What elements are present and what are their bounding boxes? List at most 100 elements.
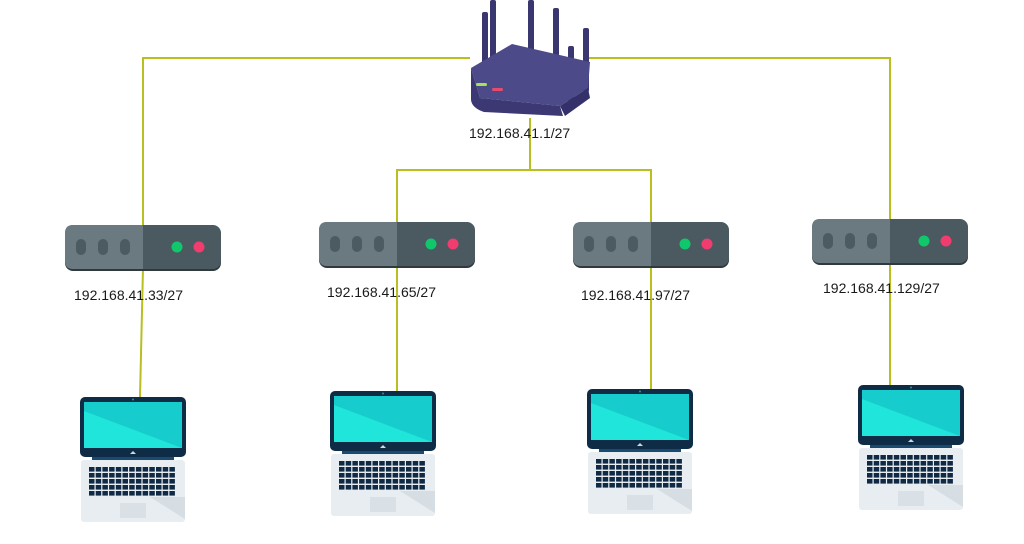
laptop-key — [900, 461, 906, 466]
laptop-key — [663, 465, 669, 470]
laptop-key — [669, 465, 676, 470]
laptop-key — [656, 465, 662, 470]
laptop-key — [419, 473, 425, 478]
router-led-green — [476, 83, 487, 86]
laptop-screen-shade — [84, 402, 182, 448]
laptop-screen-light — [334, 396, 432, 442]
laptop-key — [656, 483, 662, 488]
laptop-key — [616, 483, 622, 488]
laptop-key — [109, 467, 115, 472]
switch-led-green — [679, 238, 691, 250]
laptop-key — [345, 467, 352, 472]
laptop-key — [365, 473, 372, 478]
laptop-icon[interactable] — [587, 389, 693, 514]
laptop-camera — [910, 386, 912, 389]
laptop-screen-light — [84, 402, 182, 448]
switch-led-red — [193, 241, 205, 253]
laptop-key — [379, 461, 385, 466]
switch-icon[interactable] — [65, 225, 221, 271]
laptop-key — [913, 467, 920, 472]
laptop-key — [95, 485, 102, 490]
laptop-key — [345, 461, 352, 466]
laptop-key — [89, 479, 95, 484]
laptop-key — [602, 477, 609, 482]
switch-port — [628, 236, 638, 252]
laptop-base-shade — [928, 485, 963, 507]
laptop-key — [934, 455, 940, 460]
switch-port — [98, 239, 108, 255]
laptop-key — [412, 467, 419, 472]
laptop-key — [352, 461, 358, 466]
laptop-key — [887, 467, 893, 472]
laptop-key — [89, 485, 95, 490]
router-antenna — [490, 0, 496, 70]
laptop-key — [359, 479, 365, 484]
laptop-key — [602, 465, 609, 470]
laptop-key — [385, 479, 392, 484]
router-front — [471, 68, 563, 116]
router-side — [560, 88, 590, 116]
laptop-key — [649, 465, 656, 470]
link-router-switch-1 — [142, 57, 470, 225]
switch-led-green — [918, 235, 930, 247]
laptop-key — [622, 459, 629, 464]
laptop-key — [115, 479, 122, 484]
laptop-trackpad — [627, 495, 653, 510]
laptop-key — [419, 461, 425, 466]
laptop-key — [880, 461, 886, 466]
switch-icon[interactable] — [319, 222, 475, 268]
laptop-key — [406, 461, 412, 466]
laptop-key — [379, 479, 385, 484]
laptop-key — [162, 485, 169, 490]
laptop-key — [149, 491, 155, 496]
laptop-icon[interactable] — [330, 391, 436, 516]
laptop-screen-shade — [591, 394, 689, 440]
laptop-key — [629, 459, 635, 464]
laptop-key — [649, 459, 656, 464]
switch-2-ip-label: 192.168.41.65/27 — [327, 284, 436, 300]
laptop-key — [135, 491, 142, 496]
switch-icon[interactable] — [812, 219, 968, 265]
switch-port — [845, 233, 855, 249]
laptop-key — [622, 465, 629, 470]
laptop-key — [629, 483, 635, 488]
laptop-key — [913, 455, 920, 460]
switch-led-red — [701, 238, 713, 250]
laptop-key — [947, 473, 953, 478]
laptop-key — [920, 455, 927, 460]
laptop-base-shade — [150, 497, 185, 519]
switch-port — [330, 236, 340, 252]
laptop-key — [636, 465, 642, 470]
laptop-key — [622, 477, 629, 482]
router-antenna — [553, 8, 559, 66]
laptop-key — [887, 461, 893, 466]
laptop-icon[interactable] — [80, 397, 186, 522]
laptop-key — [596, 483, 602, 488]
laptop-base-shade — [400, 491, 435, 513]
laptop-key — [907, 473, 913, 478]
laptop-key — [345, 473, 352, 478]
laptop-key — [149, 473, 155, 478]
laptop-key — [122, 491, 128, 496]
laptop-key — [129, 485, 135, 490]
laptop-key — [392, 479, 399, 484]
laptop-key — [663, 459, 669, 464]
switch-icon[interactable] — [573, 222, 729, 268]
laptop-icon[interactable] — [858, 385, 964, 510]
laptop-key — [109, 491, 115, 496]
laptop-key — [352, 485, 358, 490]
laptop-key — [609, 459, 615, 464]
laptop-key — [676, 471, 682, 476]
laptop-key — [135, 479, 142, 484]
router-icon[interactable] — [471, 0, 590, 116]
laptop-key — [880, 455, 886, 460]
laptop-key — [616, 465, 622, 470]
laptop-key — [920, 479, 927, 484]
switch-3-ip-label: 192.168.41.97/27 — [581, 287, 690, 303]
laptop-key — [135, 467, 142, 472]
laptop-key — [629, 477, 635, 482]
laptop-key — [663, 471, 669, 476]
laptop-key — [392, 467, 399, 472]
laptop-key — [913, 461, 920, 466]
switch-led-red — [447, 238, 459, 250]
